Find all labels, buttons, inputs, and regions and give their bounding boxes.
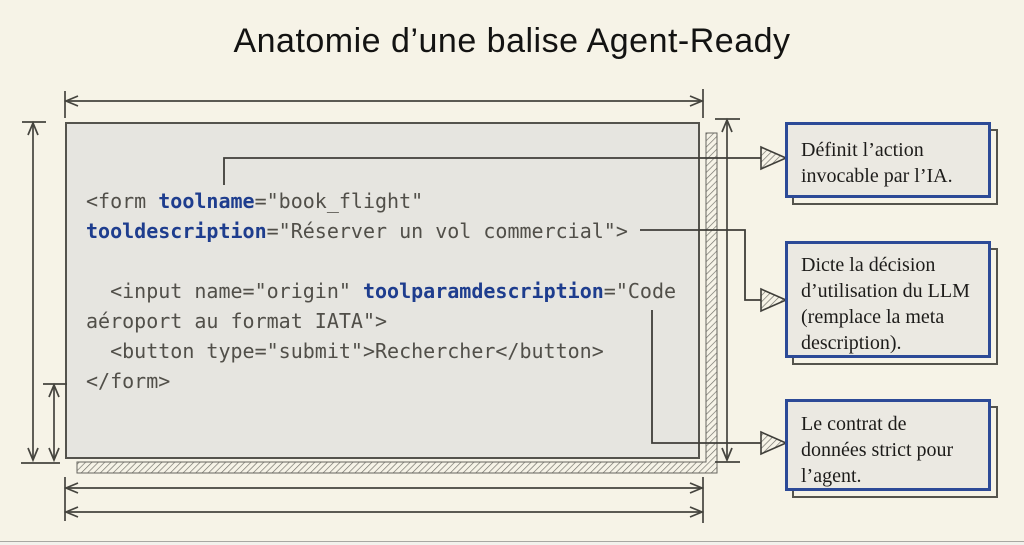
code-block: <form toolname="book_flight" tooldescrip…: [65, 122, 700, 459]
callout-line: données strict pour: [801, 439, 954, 461]
callout-toolparamdescription: Le contrat de données strict pour l’agen…: [785, 399, 991, 491]
attr-toolname: toolname: [158, 189, 255, 213]
callout-line: invocable par l’IA.: [801, 165, 953, 187]
callout-line: l’agent.: [801, 465, 862, 487]
callout-tooldescription: Dicte la décision d’utilisation du LLM (…: [785, 241, 991, 358]
callout-line: Le contrat de: [801, 413, 907, 435]
code-line: tooldescription="Réserver un vol commerc…: [86, 219, 628, 243]
code-line: <button type="submit">Rechercher</button…: [86, 339, 604, 363]
callout-line: Dicte la décision: [801, 254, 936, 276]
attr-tooldescription: tooldescription: [86, 219, 267, 243]
arrowhead-icon: [760, 145, 788, 171]
code-snippet: <form toolname="book_flight" tooldescrip…: [86, 186, 676, 396]
callout-line: d’utilisation du LLM: [801, 280, 970, 302]
code-line: <input name="origin" toolparamdescriptio…: [86, 279, 677, 303]
callout-line: Définit l’action: [801, 139, 924, 161]
callout-line: (remplace la meta: [801, 306, 945, 328]
code-line: aéroport au format IATA">: [86, 309, 388, 333]
callout-line: description).: [801, 332, 902, 354]
code-line-blank: [86, 246, 676, 276]
slide-bottom-edge: [0, 541, 1024, 545]
arrowhead-icon: [760, 287, 788, 313]
arrowhead-icon: [760, 430, 788, 456]
code-line: </form>: [86, 369, 171, 393]
callout-toolname: Définit l’action invocable par l’IA.: [785, 122, 991, 198]
attr-toolparamdescription: toolparamdescription: [362, 279, 604, 303]
code-line: <form toolname="book_flight": [86, 189, 424, 213]
slide-title: Anatomie d’une balise Agent-Ready: [233, 22, 791, 60]
